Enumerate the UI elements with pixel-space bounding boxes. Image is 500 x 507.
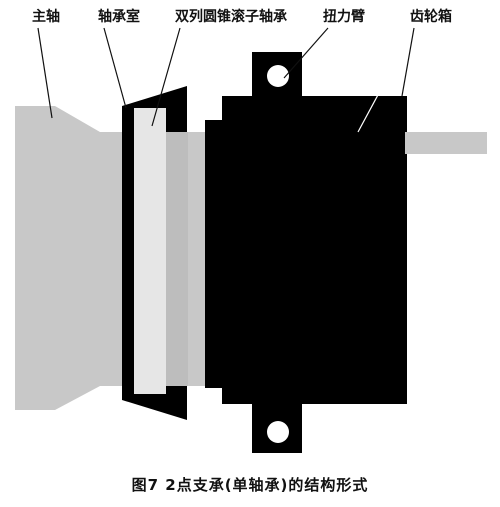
leader-gearbox-outer [401,27,415,97]
label-gearbox: 齿轮箱 [410,9,452,25]
label-main-shaft: 主轴 [32,9,60,25]
leader-torque-arm [283,27,329,79]
leader-bearing-housing [103,27,127,109]
label-double-row-bearing: 双列圆锥滚子轴承 [175,9,287,25]
bearing-inner [166,132,188,386]
leader-main-shaft [37,27,53,119]
label-bearing-housing: 轴承室 [98,9,140,25]
output-shaft [405,132,487,154]
bearing [134,108,166,394]
label-torque-arm: 扭力臂 [323,9,365,25]
figure-caption: 图7 2点支承(单轴承)的结构形式 [131,476,369,494]
torque-arm-top-hole [267,65,289,87]
leader-double-row-bearing [151,27,181,127]
torque-arm-bottom-hole [267,421,289,443]
leader-gearbox [357,27,415,133]
gearbox-body [222,96,407,404]
